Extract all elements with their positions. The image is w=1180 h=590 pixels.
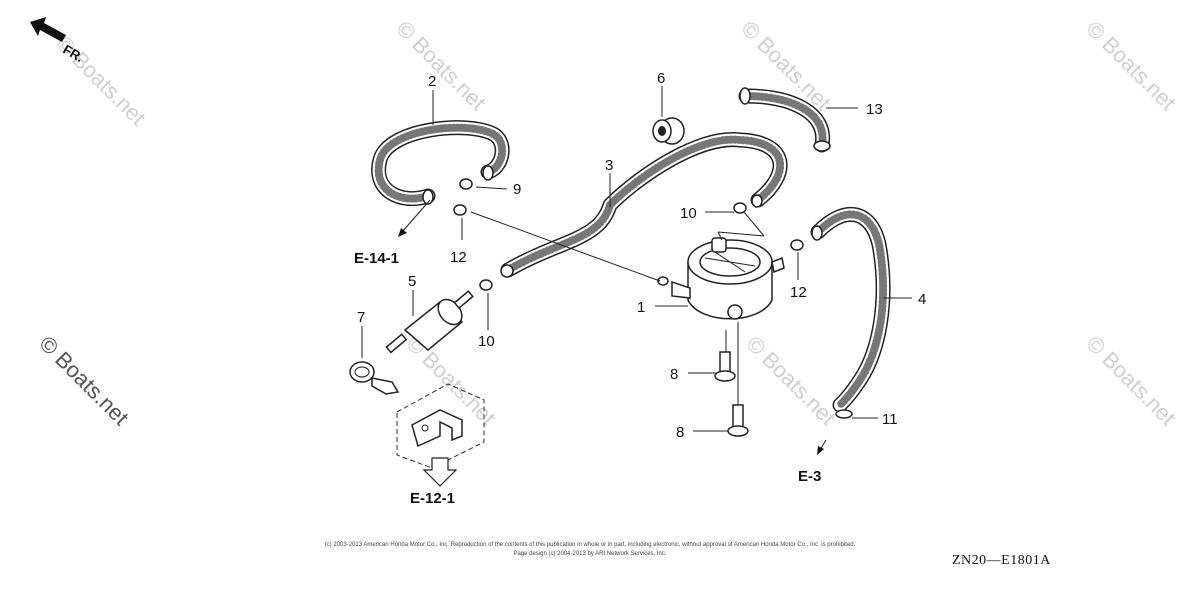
label-part-10: 10 <box>680 205 697 222</box>
label-part-11: 11 <box>882 411 898 428</box>
clip-part-9 <box>459 178 473 190</box>
hose-part-4 <box>810 206 891 413</box>
bolt-part-8-upper <box>714 351 736 382</box>
label-part-6: 6 <box>657 70 665 87</box>
label-part-4: 4 <box>918 291 926 308</box>
label-part-10: 10 <box>478 333 495 350</box>
clip-part-10-left <box>479 279 493 291</box>
watermark: © Boats.net <box>1081 331 1180 430</box>
label-part-5: 5 <box>408 273 416 290</box>
label-part-8: 8 <box>676 424 684 441</box>
copyright-line-2: Page design (c) 2004-2013 by ARI Network… <box>513 551 667 557</box>
label-part-13: 13 <box>866 101 883 118</box>
front-arrow-icon <box>30 17 66 42</box>
watermark: © Boats.net <box>741 331 840 430</box>
clip-part-12-right <box>790 239 804 251</box>
label-part-7: 7 <box>357 309 365 326</box>
bracket-reference-box <box>396 383 485 487</box>
label-part-2: 2 <box>428 73 436 90</box>
hose-part-13 <box>738 87 831 153</box>
label-part-8: 8 <box>670 366 678 383</box>
clamp-part-7 <box>349 361 400 395</box>
copyright-notice: (c) 2003-2013 American Honda Motor Co., … <box>180 541 1000 559</box>
fuel-pump-part-1 <box>657 237 785 320</box>
hose-part-2 <box>371 120 510 207</box>
watermark: © Boats.net <box>34 331 133 430</box>
copyright-line-1: (c) 2003-2013 American Honda Motor Co., … <box>324 542 856 548</box>
clip-part-10-right <box>733 202 747 214</box>
label-part-3: 3 <box>605 157 613 174</box>
bolt-part-8-lower <box>727 404 749 437</box>
hose-part-3 <box>500 132 788 278</box>
watermark: © Boats.net <box>1081 16 1180 115</box>
ref-e-3[interactable]: E-3 <box>798 468 821 485</box>
grommet-part-6 <box>652 117 685 145</box>
label-part-12: 12 <box>450 249 467 266</box>
leader-lines <box>361 86 912 455</box>
label-part-9: 9 <box>513 181 521 198</box>
ref-e-12-1[interactable]: E-12-1 <box>410 490 455 507</box>
fuel-filter-part-5 <box>385 290 474 354</box>
clip-part-11 <box>835 409 853 419</box>
label-part-1: 1 <box>637 299 645 316</box>
diagram-code: ZN20—E1801A <box>952 553 1051 568</box>
label-part-12: 12 <box>790 284 807 301</box>
clip-part-12-left <box>453 204 467 216</box>
ref-e-14-1[interactable]: E-14-1 <box>354 250 399 267</box>
watermark: © Boats.net <box>391 16 490 115</box>
